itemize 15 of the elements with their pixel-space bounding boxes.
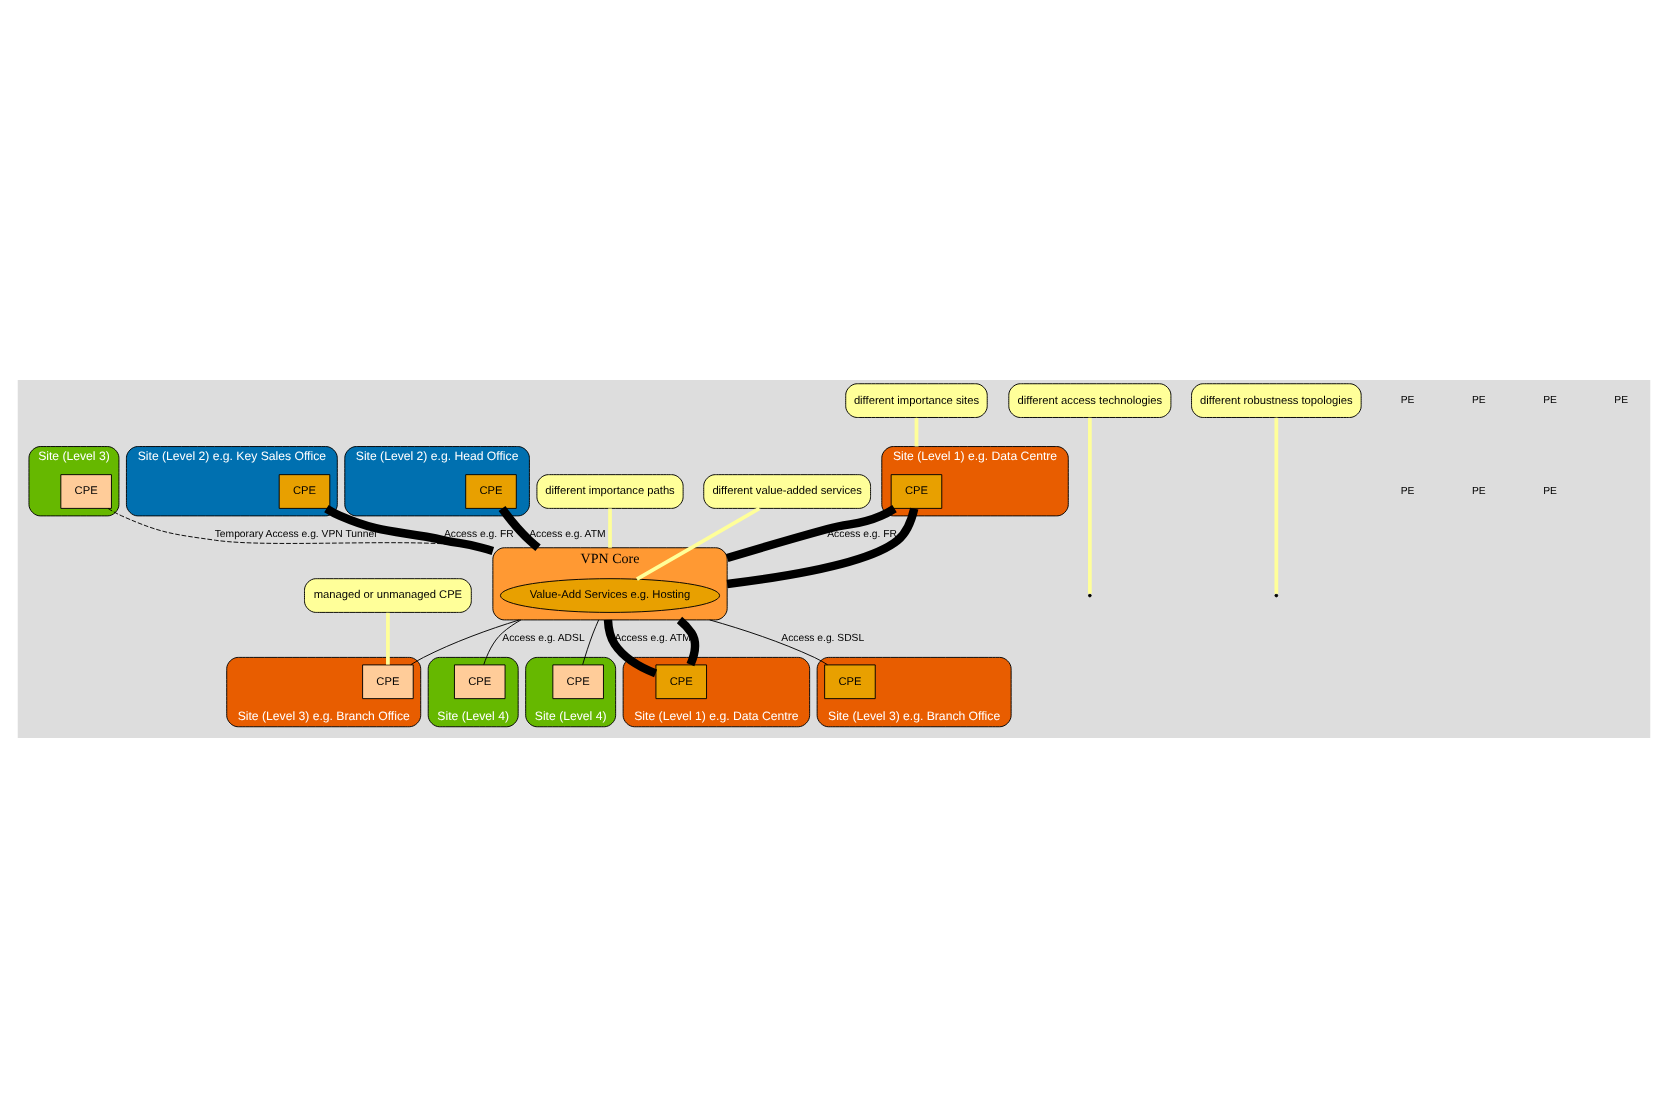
connector [582, 618, 600, 665]
connector [636, 505, 761, 580]
connector [914, 416, 919, 446]
connector [603, 618, 658, 677]
connector [410, 618, 520, 665]
connector [676, 615, 700, 666]
connector [483, 618, 522, 665]
connector [498, 505, 541, 550]
connector [324, 504, 495, 555]
connector [725, 503, 897, 562]
connector [386, 611, 390, 664]
connector [608, 507, 612, 547]
connector [1087, 416, 1092, 593]
connector [709, 618, 828, 665]
connector [1274, 416, 1279, 593]
